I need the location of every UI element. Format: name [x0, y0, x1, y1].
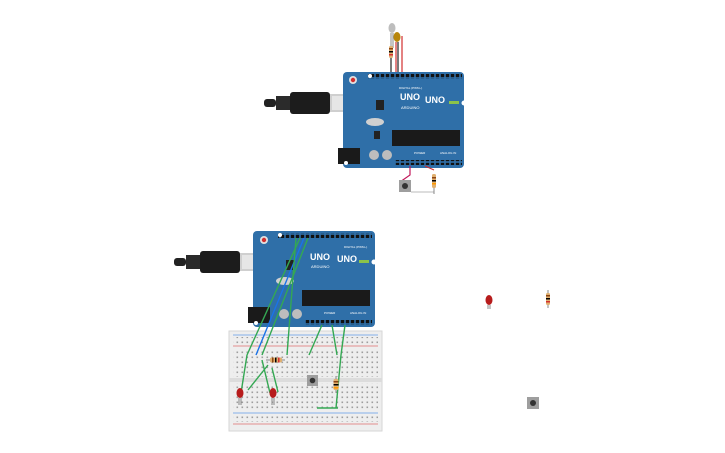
loose-pushbutton[interactable]: [527, 397, 539, 409]
reset-button[interactable]: [350, 77, 356, 83]
loose-resistor[interactable]: [546, 290, 550, 308]
power-analog-header[interactable]: [395, 160, 462, 165]
breadboard-pushbutton[interactable]: [307, 375, 318, 386]
analog-label: ANALOG IN: [440, 151, 456, 155]
digital-label: DIGITAL (PWM~): [344, 245, 367, 249]
breadboard-led-2[interactable]: [269, 388, 277, 405]
reset-button[interactable]: [261, 237, 267, 243]
loose-led[interactable]: [485, 295, 493, 309]
breadboard-resistor-1[interactable]: [266, 357, 285, 363]
top-wire-magenta[interactable]: [399, 166, 411, 183]
analog-label: ANALOG IN: [350, 311, 366, 315]
board-model-uno: UNO: [425, 95, 445, 105]
breadboard[interactable]: [228, 330, 383, 432]
atmega-chip: [302, 290, 370, 306]
power-analog-header[interactable]: [305, 320, 372, 325]
on-led: [359, 260, 369, 263]
board-model-label: UNO: [310, 252, 330, 262]
board-brand-label: ARDUINO: [311, 264, 329, 269]
bottom-circuit: UNO UNO ARDUINO DIGITAL (PWM~) POWER ANA…: [174, 231, 383, 432]
atmega-chip: [392, 130, 460, 146]
top-pushbutton[interactable]: [399, 180, 411, 192]
digital-header[interactable]: [278, 233, 372, 238]
top-led-yellow[interactable]: [393, 32, 401, 74]
top-led-gray[interactable]: [388, 23, 396, 48]
on-led: [449, 101, 459, 104]
bottom-arduino-board[interactable]: UNO UNO ARDUINO DIGITAL (PWM~) POWER ANA…: [248, 231, 377, 327]
board-model-uno: UNO: [337, 254, 357, 264]
power-label: POWER: [414, 151, 426, 155]
power-jack: [338, 148, 360, 164]
digital-label: DIGITAL (PWM~): [399, 86, 422, 90]
top-circuit: UNO UNO ARDUINO DIGITAL (PWM~) POWER ANA…: [264, 23, 467, 194]
power-jack: [248, 307, 270, 323]
breadboard-resistor-2[interactable]: [333, 376, 339, 393]
top-arduino-board[interactable]: UNO UNO ARDUINO DIGITAL (PWM~) POWER ANA…: [338, 72, 467, 168]
breadboard-led-1[interactable]: [236, 388, 244, 405]
top-resistor[interactable]: [389, 46, 393, 74]
power-label: POWER: [324, 311, 336, 315]
board-brand-label: ARDUINO: [401, 105, 419, 110]
top-wire-red[interactable]: [424, 165, 435, 171]
board-model-label: UNO: [400, 92, 420, 102]
top-resistor-2[interactable]: [432, 174, 436, 194]
digital-header[interactable]: [368, 74, 462, 79]
